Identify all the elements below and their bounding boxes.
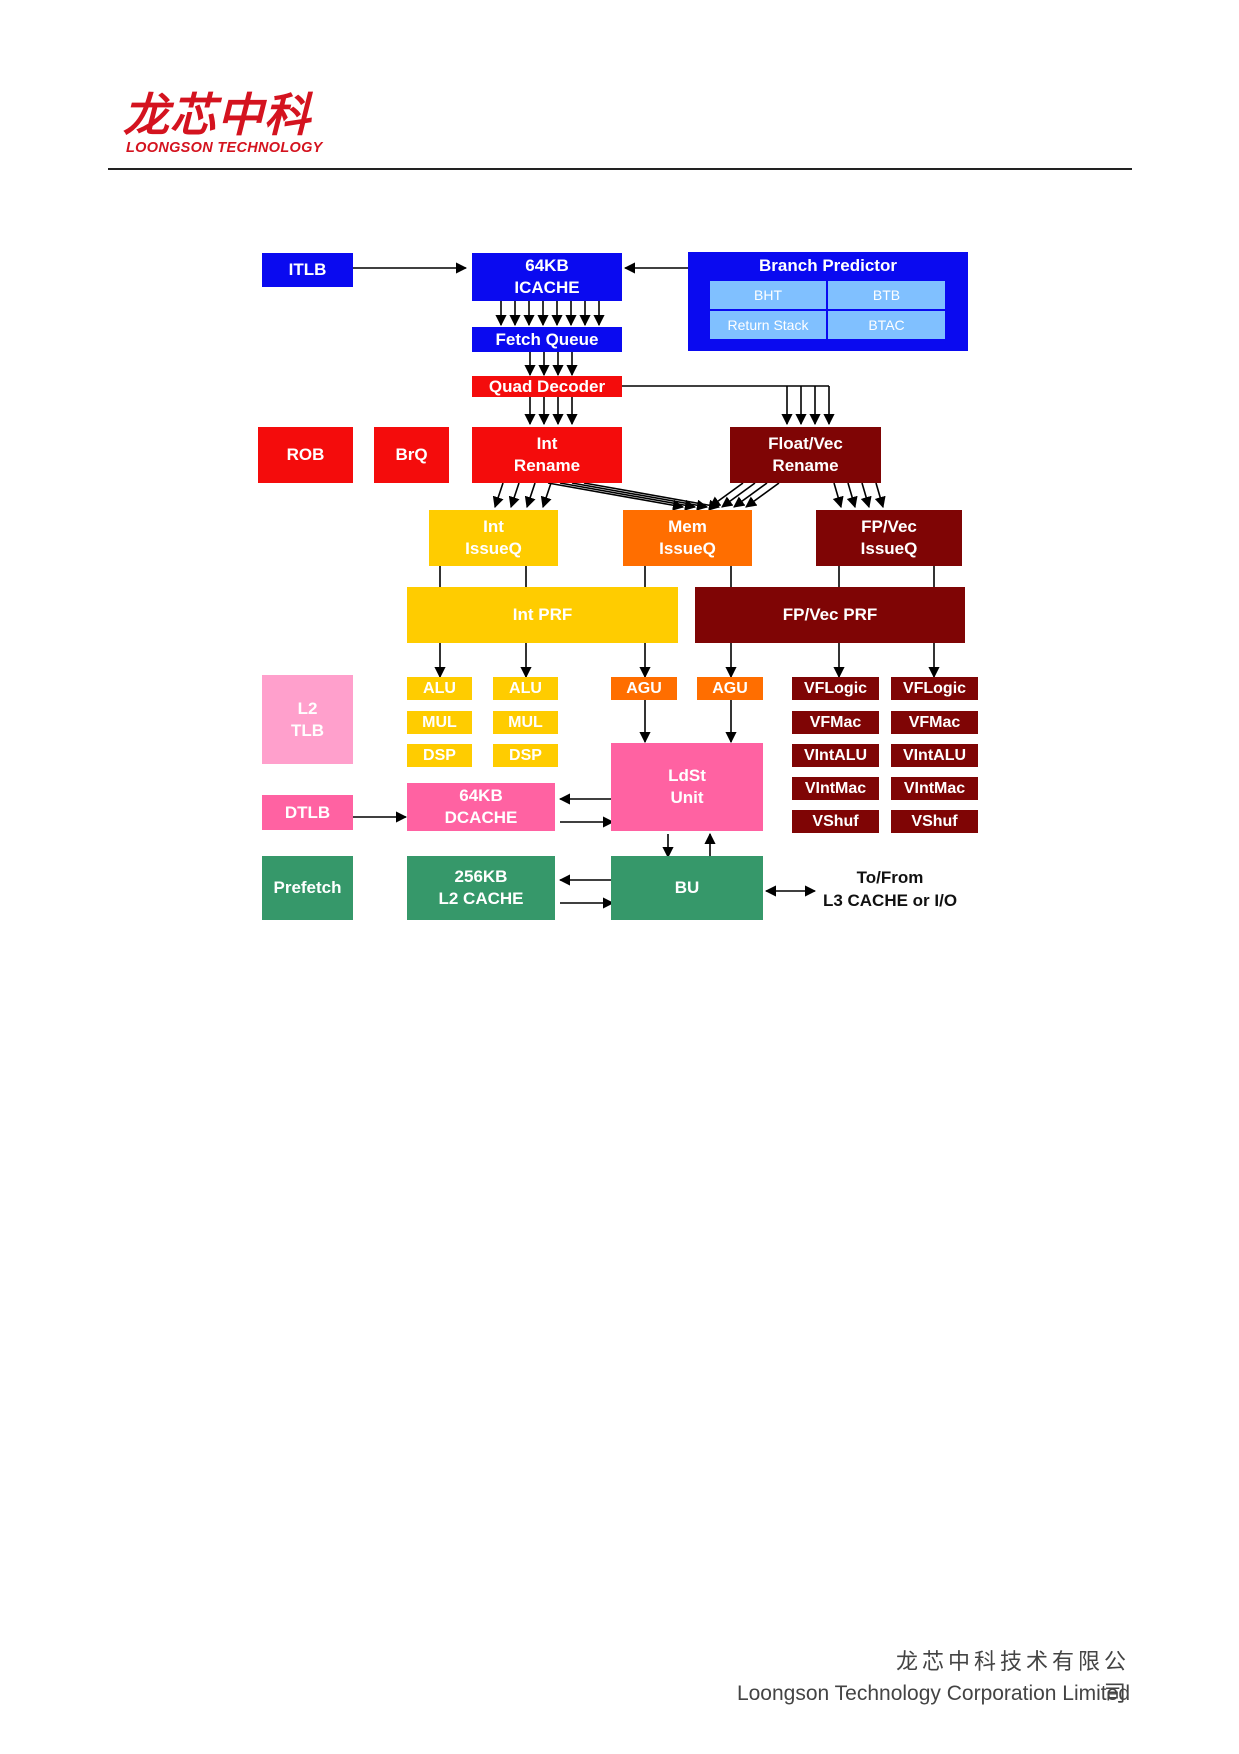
mul-box-2: MUL [493, 711, 558, 734]
logo-chinese: 龙芯中科 [123, 88, 311, 142]
prefetch-box: Prefetch [262, 856, 353, 920]
return-stack-cell: Return Stack [710, 311, 826, 339]
dsp-box-2: DSP [493, 744, 558, 767]
brq-box: BrQ [374, 427, 449, 483]
fp-vec-prf-box: FP/Vec PRF [695, 587, 965, 643]
vintalu-box-1: VIntALU [792, 744, 879, 767]
bu-box: BU [611, 856, 763, 920]
branch-predictor-title: Branch Predictor [759, 256, 897, 275]
quad-decoder-box: Quad Decoder [472, 376, 622, 397]
itlb-box: ITLB [262, 253, 353, 287]
int-prf-box: Int PRF [407, 587, 678, 643]
agu-box-1: AGU [611, 677, 677, 700]
vintalu-box-2: VIntALU [891, 744, 978, 767]
logo-english: LOONGSON TECHNOLOGY [126, 140, 323, 156]
vflogic-box-2: VFLogic [891, 677, 978, 700]
vfmac-box-2: VFMac [891, 711, 978, 734]
branch-predictor-box: Branch Predictor BHT BTB Return Stack BT… [688, 252, 968, 351]
header-divider [108, 168, 1132, 170]
footer-company-chinese: 龙芯中科技术有限公司 [895, 1650, 1130, 1707]
to-from-label: To/From L3 CACHE or I/O [822, 868, 958, 910]
vshuf-box-1: VShuf [792, 810, 879, 833]
btb-cell: BTB [828, 281, 945, 309]
bht-cell: BHT [710, 281, 826, 309]
alu-box-2: ALU [493, 677, 558, 700]
vfmac-box-1: VFMac [792, 711, 879, 734]
dtlb-box: DTLB [262, 795, 353, 830]
footer-company-english: Loongson Technology Corporation Limited [736, 1682, 1130, 1705]
btac-cell: BTAC [828, 311, 945, 339]
vintmac-box-2: VIntMac [891, 777, 978, 800]
mul-box-1: MUL [407, 711, 472, 734]
dsp-box-1: DSP [407, 744, 472, 767]
alu-box-1: ALU [407, 677, 472, 700]
vshuf-box-2: VShuf [891, 810, 978, 833]
vflogic-box-1: VFLogic [792, 677, 879, 700]
vintmac-box-1: VIntMac [792, 777, 879, 800]
agu-box-2: AGU [697, 677, 763, 700]
rob-box: ROB [258, 427, 353, 483]
fetch-queue-box: Fetch Queue [472, 327, 622, 352]
